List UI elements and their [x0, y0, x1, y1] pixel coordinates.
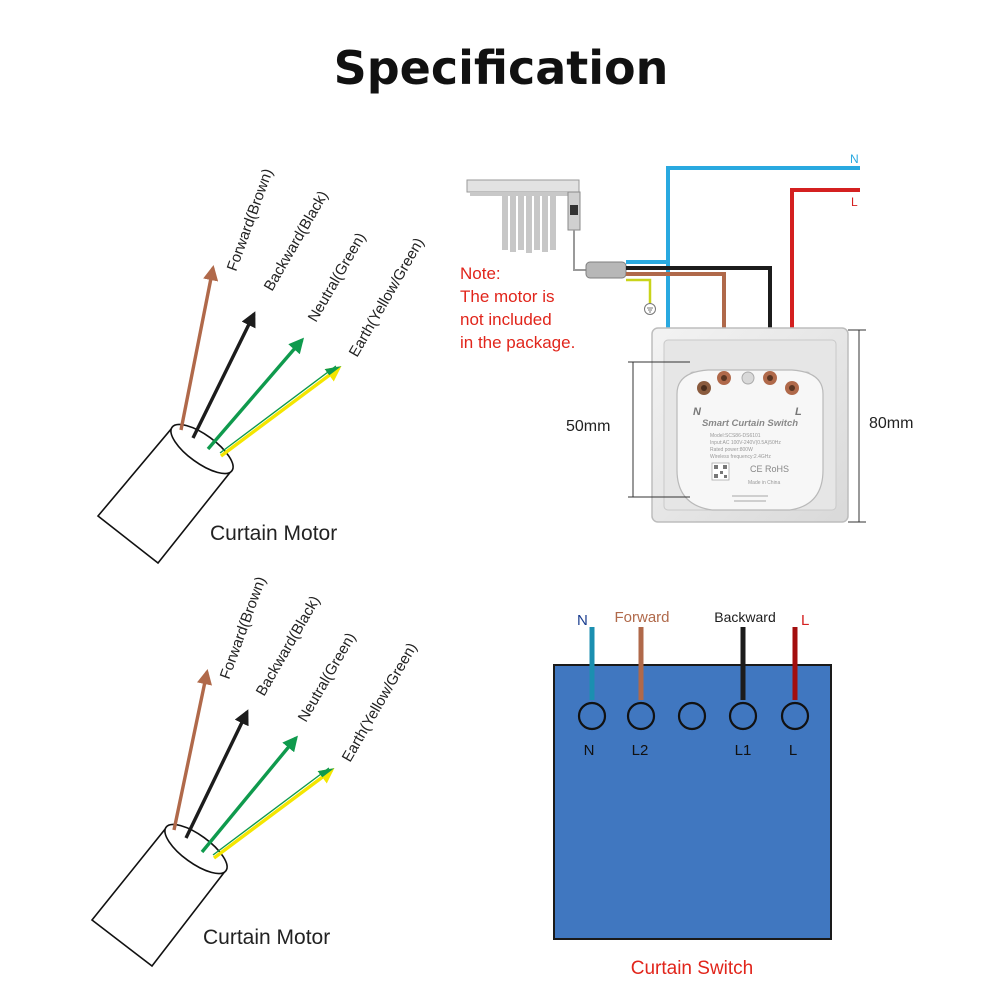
- terminal-blank: [677, 701, 707, 731]
- terminal-label-l1: L1: [735, 742, 752, 759]
- earth-icon: [644, 303, 656, 315]
- dim-inner-label: 50mm: [566, 418, 610, 435]
- note-line-1: Note:: [460, 264, 501, 283]
- schematic-top-backward: Backward: [714, 609, 775, 625]
- module-detail-3: Rated power:800W: [710, 447, 753, 453]
- schematic-caption: Curtain Switch: [631, 958, 754, 979]
- forward-wire-top: [179, 264, 219, 431]
- backward-wire-top: [191, 311, 256, 439]
- neutral-wire-bottom: [200, 735, 298, 854]
- backward-wire-bottom: [184, 709, 249, 839]
- supply-n-label: N: [850, 152, 859, 166]
- note-line-2: The motor is: [460, 287, 554, 306]
- dimension-inner: 50mm: [566, 361, 690, 498]
- module-l-label: L: [795, 406, 802, 418]
- terminal-label-l: L: [789, 742, 797, 759]
- photo-wire-live: [790, 188, 860, 386]
- wire-label-neutral-top: Neutral(Green): [305, 230, 370, 325]
- module-n-label: N: [693, 406, 702, 418]
- motor-label-top: Curtain Motor: [210, 522, 337, 545]
- terminal-l: [780, 701, 810, 731]
- forward-wire-bottom: [172, 669, 212, 831]
- terminal-l1: [728, 701, 758, 731]
- earth-wire-top-green: [219, 365, 337, 454]
- wire-label-backward-top: Backward(Black): [261, 188, 332, 294]
- terminal-label-n: N: [584, 742, 595, 759]
- page-title: Specification: [334, 41, 669, 95]
- terminal-label-l2: L2: [632, 742, 649, 759]
- dimension-outer: 80mm: [848, 329, 913, 523]
- photo-wiring-diagram: N L Note: The motor is not included in t…: [460, 152, 913, 523]
- earth-wire-bottom-yellow: [212, 768, 335, 860]
- switch-plate: N L Smart Curtain Switch Model:SCS86-DS6…: [651, 327, 849, 523]
- module-title: Smart Curtain Switch: [702, 418, 798, 429]
- wire-label-forward-bottom: Forward(Brown): [217, 575, 270, 682]
- schematic-top-forward: Forward: [614, 609, 669, 626]
- supply-l-label: L: [851, 195, 858, 209]
- switch-schematic: N Forward Backward L N L2 L1 L Curtain S…: [553, 609, 832, 979]
- module-made: Made in China: [748, 480, 780, 486]
- module-detail-4: Wireless frequency:2.4GHz: [710, 454, 771, 460]
- neutral-wire-top: [206, 337, 304, 451]
- note-line-3: not included: [460, 310, 552, 329]
- schematic-top-l: L: [801, 612, 809, 629]
- wire-label-neutral-bottom: Neutral(Green): [295, 630, 360, 725]
- motor-label-bottom: Curtain Motor: [203, 926, 330, 949]
- terminal-l2: [626, 701, 656, 731]
- photo-wire-neutral: [626, 166, 860, 264]
- curtain-illustration: [466, 179, 627, 279]
- qr-code-icon: [711, 462, 730, 481]
- motor-diagram-bottom: Forward(Brown) Backward(Black) Neutral(G…: [90, 575, 421, 968]
- module-detail-2: Input:AC 100V-240V(0.5A)50Hz: [710, 440, 781, 446]
- wire-label-forward-top: Forward(Brown): [224, 167, 277, 274]
- photo-wire-earth: [626, 278, 652, 303]
- earth-wire-bottom-green: [212, 767, 330, 856]
- motor-cable-top: [96, 423, 234, 565]
- motor-diagram-top: Forward(Brown) Backward(Black) Neutral(G…: [96, 167, 428, 565]
- wire-label-earth-bottom: Earth(Yellow/Green): [339, 640, 421, 765]
- terminal-n: [577, 701, 607, 731]
- dim-outer-label: 80mm: [869, 415, 913, 432]
- module-marks: CE RoHS: [750, 464, 789, 474]
- note-line-4: in the package.: [460, 333, 575, 352]
- module-detail-1: Model:SCS86-DS6101: [710, 433, 761, 439]
- motor-cable-bottom: [90, 823, 228, 968]
- earth-wire-top-yellow: [219, 366, 342, 458]
- schematic-top-n: N: [577, 612, 588, 629]
